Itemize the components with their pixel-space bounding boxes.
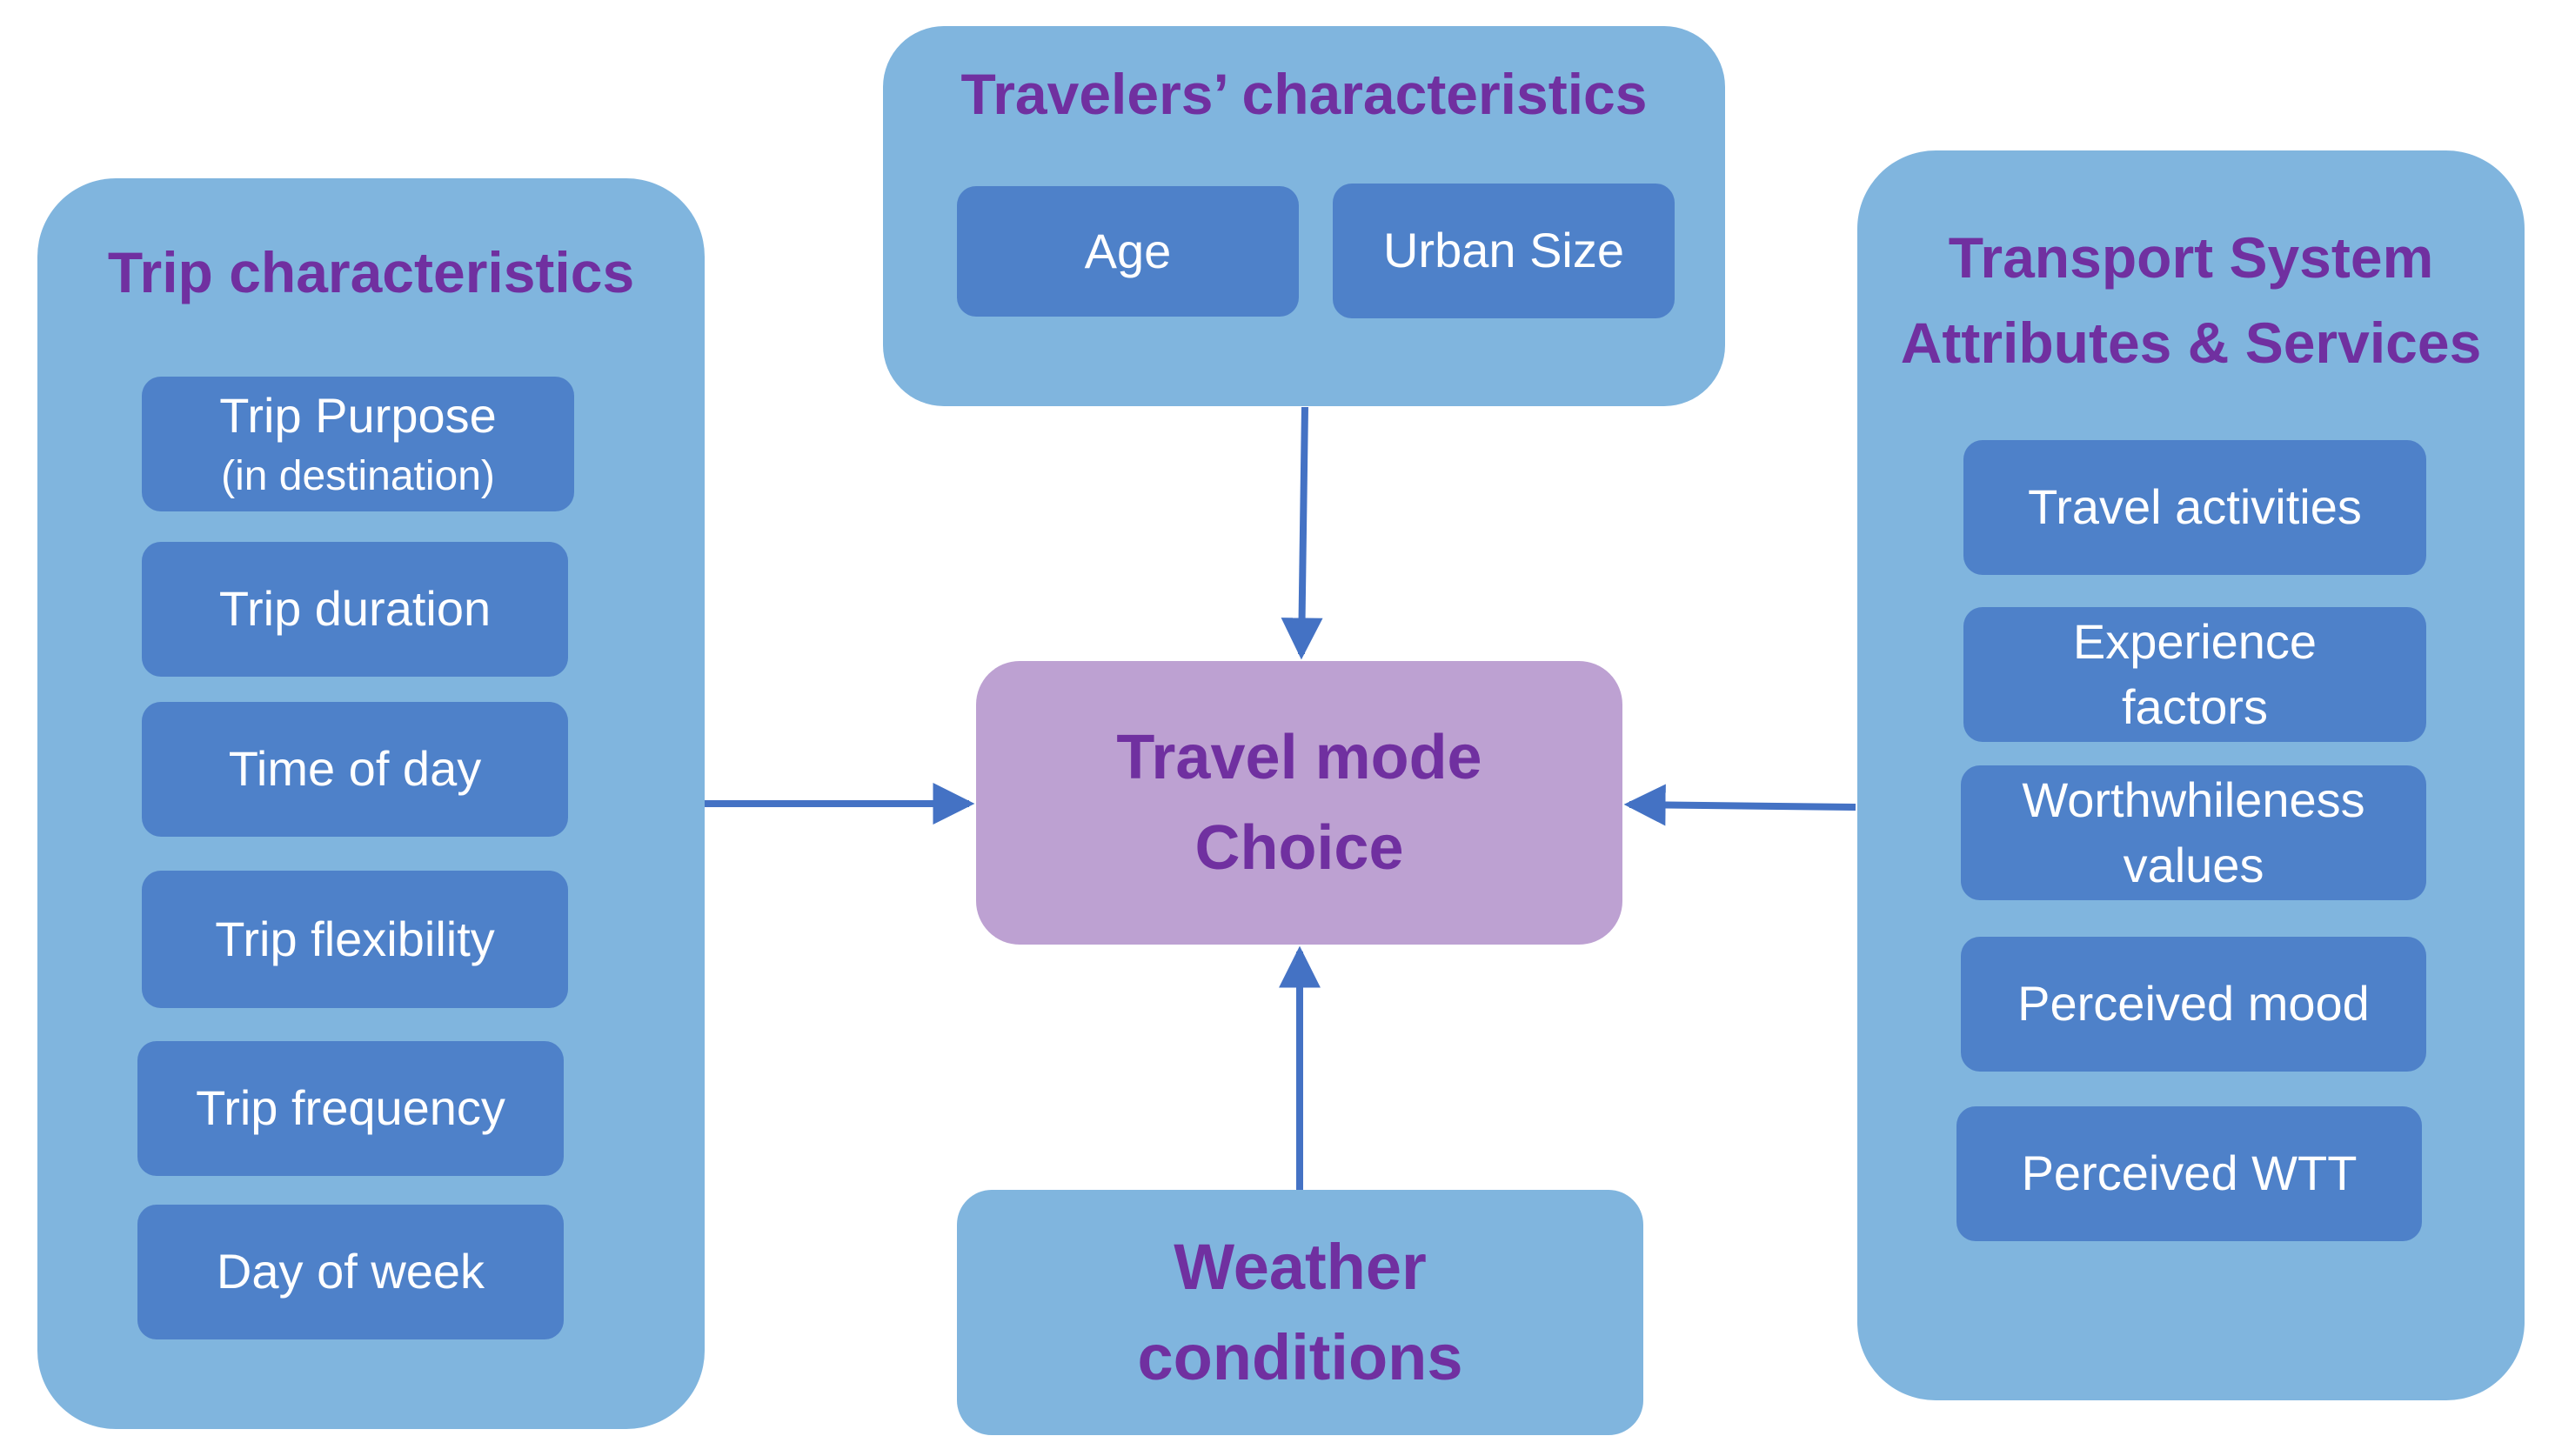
trip-characteristics-group: Trip characteristics Trip Purpose (in de… [37,178,705,1429]
trip-purpose-box: Trip Purpose (in destination) [142,377,574,511]
trip-purpose-sublabel: (in destination) [221,452,495,499]
arrow-travelers-to-choice [1281,406,1323,660]
transport-system-title-line1: Transport System [1948,225,2434,290]
travelers-characteristics-title: Travelers’ characteristics [960,62,1648,126]
travelers-characteristics-group: Travelers’ characteristics Age Urban Siz… [883,26,1725,406]
trip-purpose-label: Trip Purpose [219,388,497,444]
perceived-wtt-box: Perceived WTT [1956,1106,2422,1241]
transport-system-group: Transport System Attributes & Services T… [1857,150,2525,1400]
time-of-day-box: Time of day [142,702,568,837]
transport-system-title-line2: Attributes & Services [1900,311,2482,375]
travel-mode-choice-box: Travel mode Choice [976,661,1622,945]
trip-duration-box: Trip duration [142,542,568,677]
perceived-mood-box: Perceived mood [1961,937,2426,1072]
weather-conditions-box: Weather conditions [957,1190,1643,1435]
travel-activities-box: Travel activities [1963,440,2426,575]
urban-size-box: Urban Size [1333,184,1675,318]
experience-factors-box: Experience factors [1963,607,2426,742]
trip-flexibility-box: Trip flexibility [142,871,568,1008]
trip-frequency-box: Trip frequency [137,1041,564,1176]
worthwhileness-values-box: Worthwhileness values [1961,765,2426,900]
arrow-transport-to-choice [1623,784,1856,826]
age-box: Age [957,186,1299,317]
day-of-week-box: Day of week [137,1205,564,1339]
trip-characteristics-title: Trip characteristics [107,240,635,304]
